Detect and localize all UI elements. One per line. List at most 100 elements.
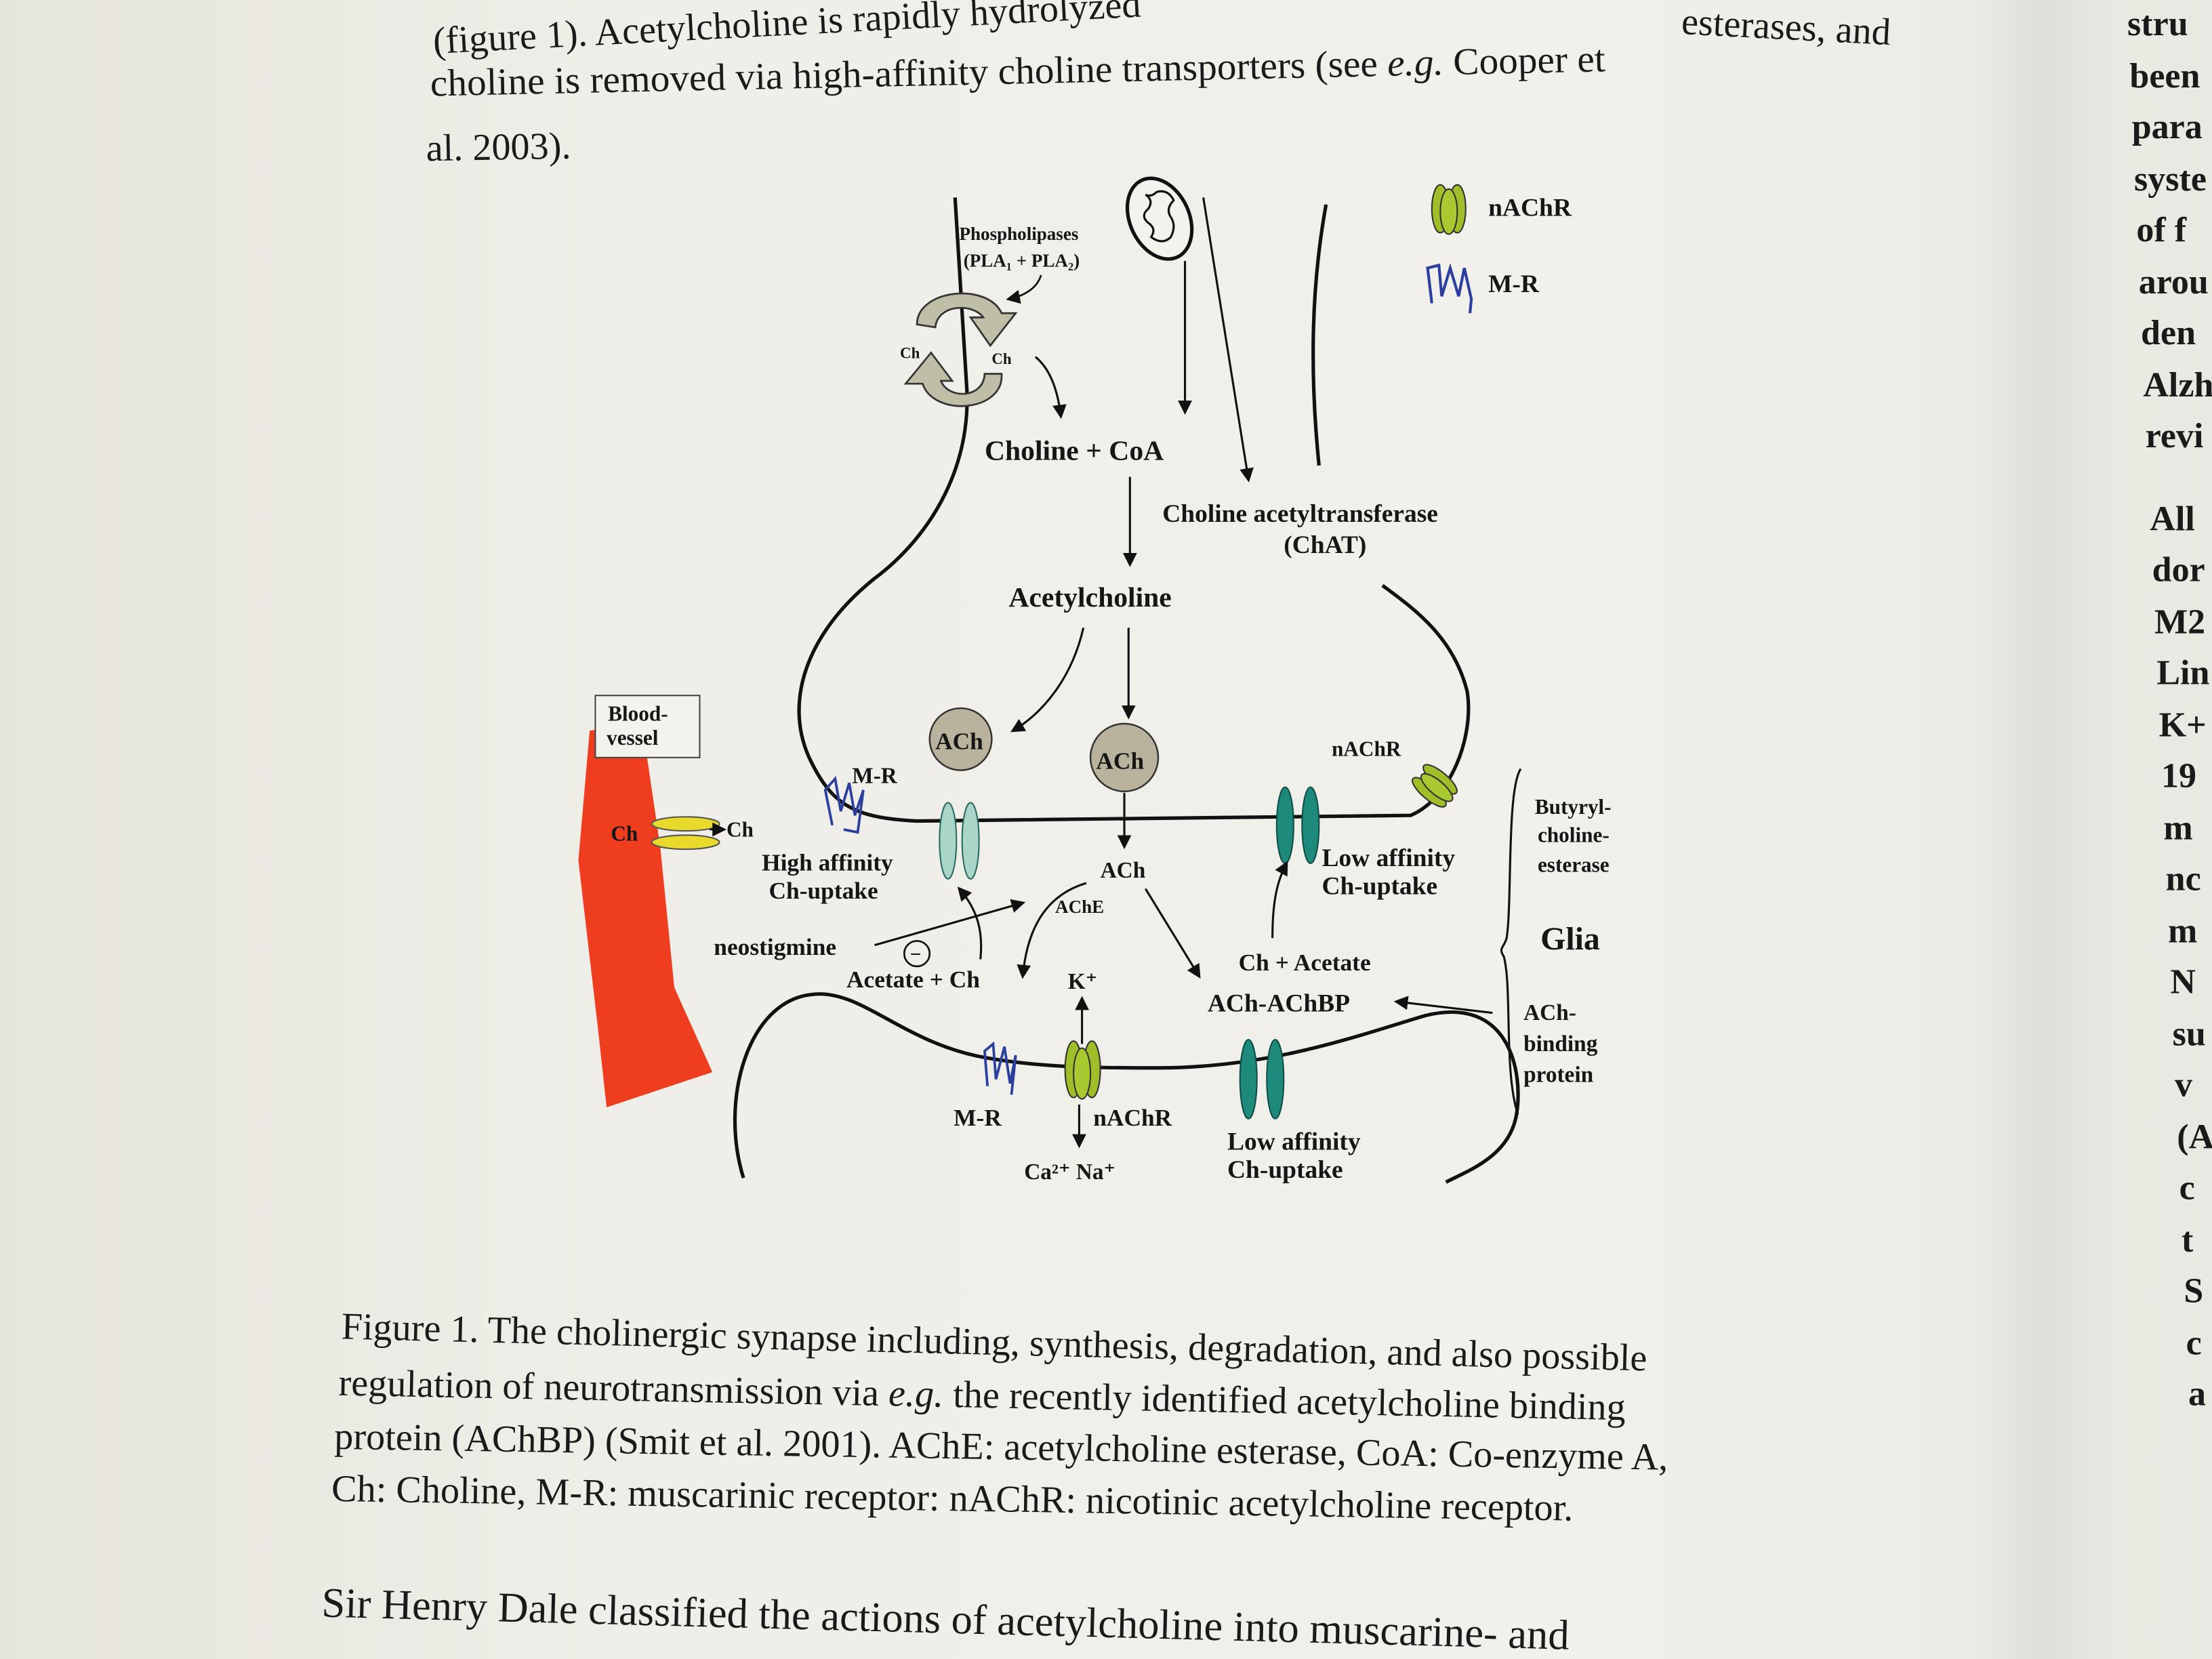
post-nachr-receptor-icon	[1064, 1040, 1101, 1100]
right-column-line: syste	[2134, 160, 2207, 199]
right-column-line: (A	[2177, 1118, 2212, 1156]
arrow-vesicle-1	[1010, 627, 1085, 733]
right-column-line: of f	[2136, 211, 2187, 250]
right-column-line: M2	[2154, 602, 2206, 642]
post-nachr-label: nAChR	[1093, 1104, 1172, 1131]
right-column-line: 19	[2161, 757, 2197, 796]
right-column-line: c	[2179, 1169, 2195, 1208]
mitochondrion-icon	[1125, 176, 1194, 261]
presynaptic-membrane-right	[1311, 204, 1328, 466]
blood-vessel-label-1: Blood-	[608, 702, 668, 726]
pre-nachr-receptor-icon	[1412, 764, 1458, 808]
presynaptic-membrane	[797, 197, 1471, 823]
arrow-low-uptake	[1271, 861, 1288, 939]
vessel-transporter-icon	[651, 816, 720, 851]
vesicle-2-label: ACh	[1096, 747, 1144, 774]
ch-label-left: Ch	[900, 345, 920, 362]
acetylcholine-label: Acetylcholine	[1008, 582, 1171, 613]
arrow-hydrolysis	[1017, 882, 1087, 979]
legend-mr-label: M-R	[1488, 270, 1540, 298]
pre-low-affinity-transporter-icon	[1275, 786, 1320, 864]
ch-label-right: Ch	[991, 350, 1012, 367]
pre-low-affinity-label-1: Low affinity	[1322, 844, 1455, 872]
ache-label: AChE	[1055, 897, 1104, 917]
legend-mr-icon	[1426, 263, 1473, 314]
ch-acetate-label: Ch + Acetate	[1239, 949, 1371, 976]
post-mr-receptor-icon	[983, 1041, 1017, 1095]
right-column-line: Lin	[2156, 654, 2210, 693]
right-column-line: nc	[2165, 860, 2201, 899]
right-column-line: stru	[2127, 5, 2188, 44]
right-column-line: c	[2186, 1324, 2202, 1362]
achbp-label-1: ACh-	[1523, 1000, 1576, 1025]
right-column-line: a	[2188, 1375, 2206, 1414]
right-column-line: v	[2174, 1066, 2193, 1105]
achbp-label-2: binding	[1523, 1031, 1598, 1057]
inhibition-minus: −	[910, 944, 922, 966]
post-mr-label: M-R	[954, 1104, 1002, 1131]
chat-label: Choline acetyltransferase	[1162, 500, 1438, 528]
choline-coa-label: Choline + CoA	[985, 436, 1164, 467]
arrow-neostigmine	[874, 899, 1026, 947]
achbp-label-3: protein	[1523, 1063, 1593, 1088]
neostigmine-label: neostigmine	[714, 933, 836, 960]
arrow-achbp	[1144, 888, 1201, 979]
legend-nachr-label: nAChR	[1488, 194, 1572, 222]
right-column-line: Alzh	[2143, 366, 2212, 405]
blood-vessel-box	[594, 695, 701, 758]
vessel-ch-right: Ch	[726, 817, 754, 841]
butyryl-label-3: esterase	[1538, 853, 1610, 876]
right-column-line: su	[2172, 1015, 2206, 1053]
post-low-affinity-label-1: Low affinity	[1227, 1128, 1361, 1156]
pla-label: (PLA₁ + PLA₂)	[964, 250, 1080, 270]
postsynaptic-membrane	[733, 992, 1520, 1184]
ach-vesicle-2	[1089, 722, 1160, 793]
caption-emphasis: e.g.	[888, 1372, 944, 1416]
right-column-line: t	[2181, 1221, 2194, 1259]
right-column-line: den	[2141, 314, 2196, 353]
right-column-line: arou	[2138, 263, 2209, 302]
pre-mr-receptor-icon	[823, 775, 865, 834]
right-column-line: m	[2163, 808, 2193, 848]
acetate-ch-label: Acetate + Ch	[846, 966, 980, 993]
right-column-line: been	[2129, 57, 2200, 96]
ach-vesicle-1	[928, 707, 993, 771]
vessel-ch-left: Ch	[611, 822, 638, 846]
choline-cycle-icon	[903, 292, 1018, 407]
chat-abbrev-label: (ChAT)	[1284, 531, 1366, 559]
right-column-line: dor	[2152, 551, 2205, 590]
glia-brace	[1500, 768, 1522, 1115]
ach-achbp-label: ACh-AChBP	[1208, 990, 1350, 1018]
phospholipases-label: Phospholipases	[959, 224, 1078, 244]
arrow-reuptake	[957, 886, 983, 960]
high-affinity-label-2: Ch-uptake	[769, 877, 878, 904]
k-plus-label: K⁺	[1068, 969, 1097, 994]
vesicle-1-label: ACh	[935, 727, 983, 754]
pre-mr-label: M-R	[852, 763, 898, 788]
page-gutter	[1967, 0, 2123, 1659]
right-column-line: K+	[2158, 705, 2207, 745]
post-low-affinity-transporter-icon	[1239, 1039, 1285, 1120]
ach-cleft-label: ACh	[1101, 858, 1146, 883]
glia-label: Glia	[1540, 921, 1600, 957]
ions-label: Ca²⁺ Na⁺	[1024, 1160, 1115, 1185]
right-column-line: N	[2170, 963, 2196, 1002]
butyryl-label-2: choline-	[1538, 823, 1610, 847]
blood-vessel-label-2: vessel	[607, 726, 659, 750]
right-column-line: revi	[2145, 417, 2204, 456]
right-column-line: m	[2167, 912, 2198, 950]
post-low-affinity-label-2: Ch-uptake	[1227, 1156, 1343, 1184]
pre-low-affinity-label-2: Ch-uptake	[1322, 873, 1437, 901]
arrow-ch-choline	[1034, 356, 1067, 419]
blood-vessel-icon	[578, 722, 713, 1108]
butyryl-label-1: Butyryl-	[1535, 795, 1612, 819]
right-column-line: All	[2150, 499, 2195, 539]
inhibition-icon	[903, 940, 931, 968]
arrow-chat	[1202, 197, 1254, 483]
arrow-binding-protein	[1393, 996, 1493, 1015]
high-affinity-label-1: High affinity	[762, 848, 893, 876]
pre-nachr-label: nAChR	[1332, 737, 1401, 761]
